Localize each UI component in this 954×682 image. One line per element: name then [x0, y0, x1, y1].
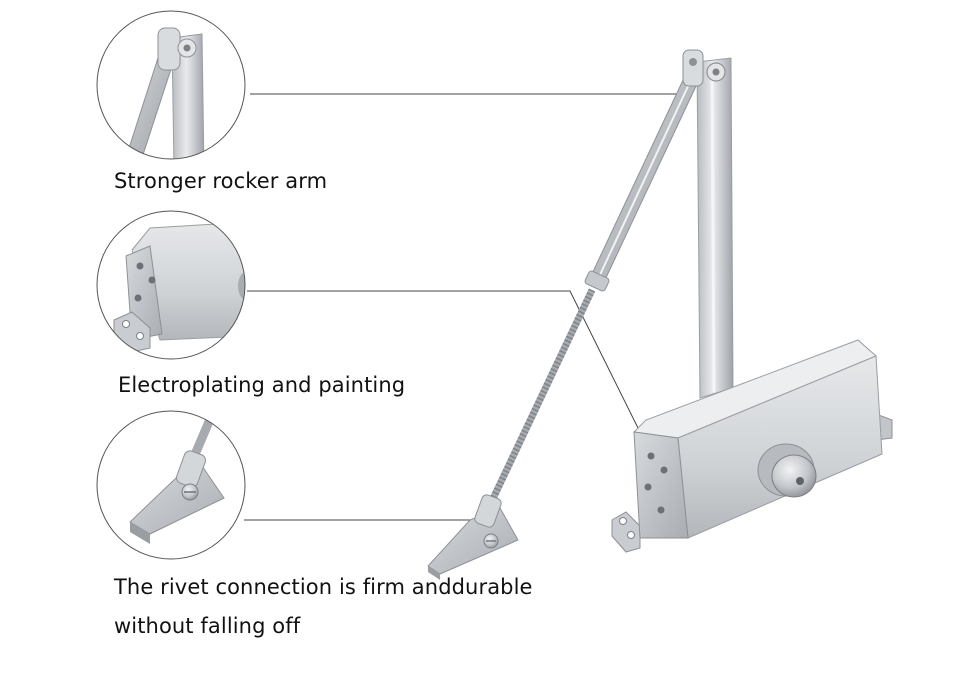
- detail-circle-rocker: [96, 10, 246, 160]
- caption-rocker-arm: Stronger rocker arm: [114, 169, 328, 193]
- detail-rivet: [96, 410, 246, 560]
- detail-rocker-arm: [96, 10, 246, 160]
- adjustment-knob: [771, 454, 817, 498]
- rivet-shoe: [427, 494, 519, 580]
- detail-circle-plating: [96, 210, 246, 360]
- caption-plating: Electroplating and painting: [118, 373, 406, 397]
- callout-lines: [244, 93, 687, 521]
- detail-plating: [96, 210, 246, 360]
- caption-rivet-line2: without falling off: [114, 614, 301, 638]
- closer-body: [611, 339, 893, 553]
- detail-circle-rivet: [96, 410, 246, 560]
- door-closer: [427, 49, 893, 580]
- callout-line-plating: [247, 290, 641, 433]
- caption-rivet-line1: The rivet connection is firm anddurable: [114, 575, 533, 599]
- threaded-rod: [486, 288, 596, 507]
